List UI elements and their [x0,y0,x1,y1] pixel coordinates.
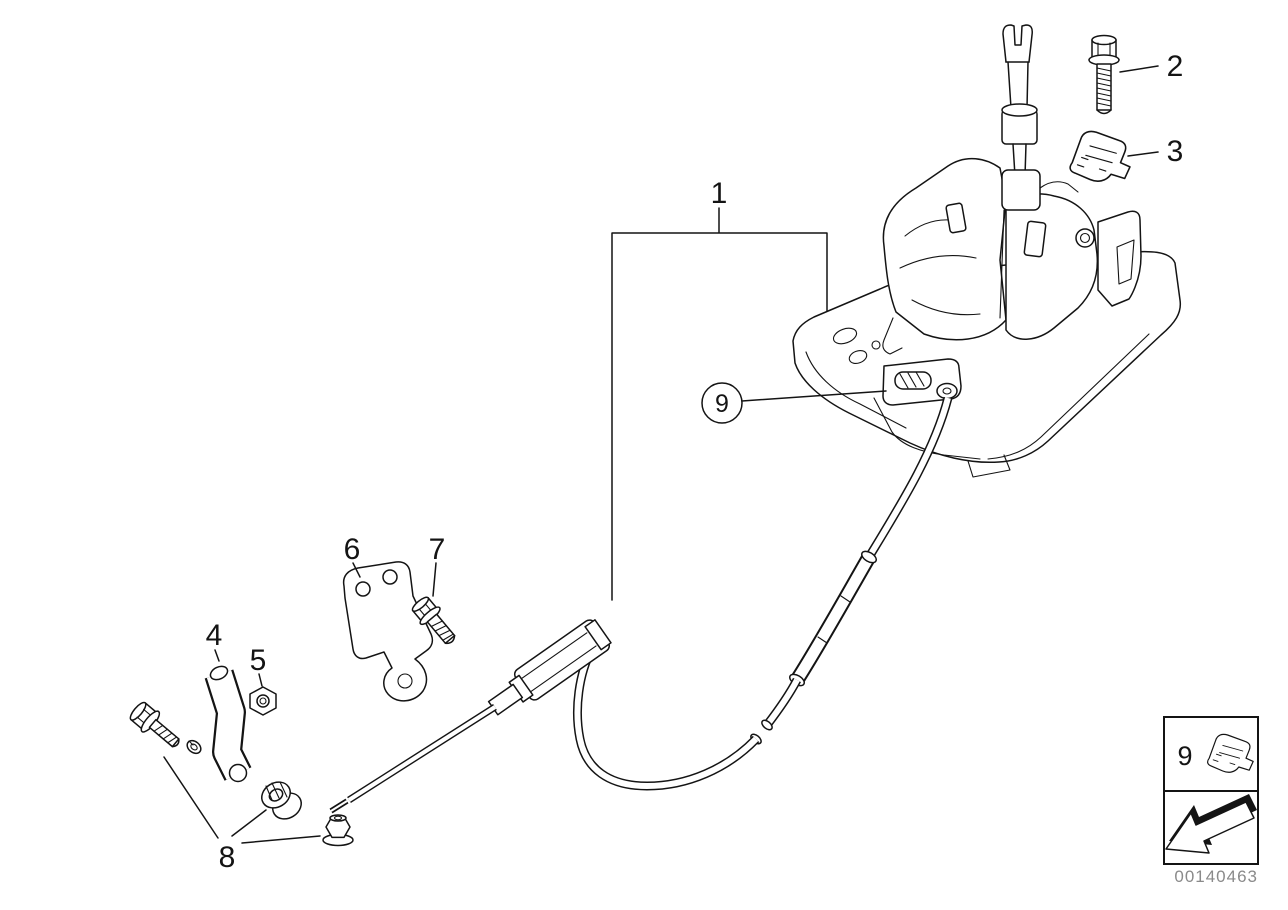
callout-5[interactable]: 5 [250,644,267,687]
selector-lever-arm [204,665,252,783]
callout-7-leader [432,562,437,597]
legend-item-label[interactable]: 9 [1177,741,1192,771]
image-number: 00140463 [1174,867,1258,886]
cable-attachment [882,358,962,406]
callout-9[interactable]: 9 [701,382,887,424]
callout-3[interactable]: 3 [1127,135,1184,168]
direction-arrow-icon[interactable] [1165,794,1257,854]
callout-4[interactable]: 4 [206,619,223,662]
callout-6-leader [352,562,361,578]
callout-9-label[interactable]: 9 [715,390,729,418]
bracket-screw [411,596,456,645]
callout-7[interactable]: 7 [429,533,446,597]
flange-nut [322,814,354,847]
callout-8[interactable]: 8 [163,756,321,874]
callout-2-leader [1119,65,1159,73]
callout-8-label[interactable]: 8 [219,841,236,874]
retaining-clip [1069,130,1131,182]
callout-1-bracket [611,207,828,601]
lock-washer [186,739,202,755]
callout-9-circle[interactable] [701,382,743,424]
callout-8-leader [163,756,321,844]
shift-lever [1001,24,1038,177]
callout-1-label[interactable]: 1 [711,177,728,210]
grommet [261,781,302,820]
callout-2-label[interactable]: 2 [1167,50,1184,83]
callout-1[interactable]: 1 [711,177,728,210]
callout-7-label[interactable]: 7 [429,533,446,566]
mounting-bolt [1088,34,1120,115]
callout-6-label[interactable]: 6 [344,533,361,566]
callout-5-leader [258,673,263,687]
shifter-base-plate [792,250,1182,478]
legend-inset: 9 [1163,716,1259,865]
hex-bolt [129,701,180,748]
callout-9-leader [741,390,887,402]
callout-6[interactable]: 6 [344,533,361,578]
callout-2[interactable]: 2 [1119,50,1184,83]
selector-mechanism [882,157,1142,355]
cable-adjuster [487,619,612,716]
shift-cable [572,396,953,791]
hex-nut [249,686,277,716]
callout-3-label[interactable]: 3 [1167,135,1184,168]
cable-rod [329,704,497,814]
cable-bracket [342,561,434,702]
callout-4-leader [214,649,220,662]
callout-5-label[interactable]: 5 [250,644,267,677]
callout-3-leader [1127,151,1159,157]
callout-4-label[interactable]: 4 [206,619,223,652]
